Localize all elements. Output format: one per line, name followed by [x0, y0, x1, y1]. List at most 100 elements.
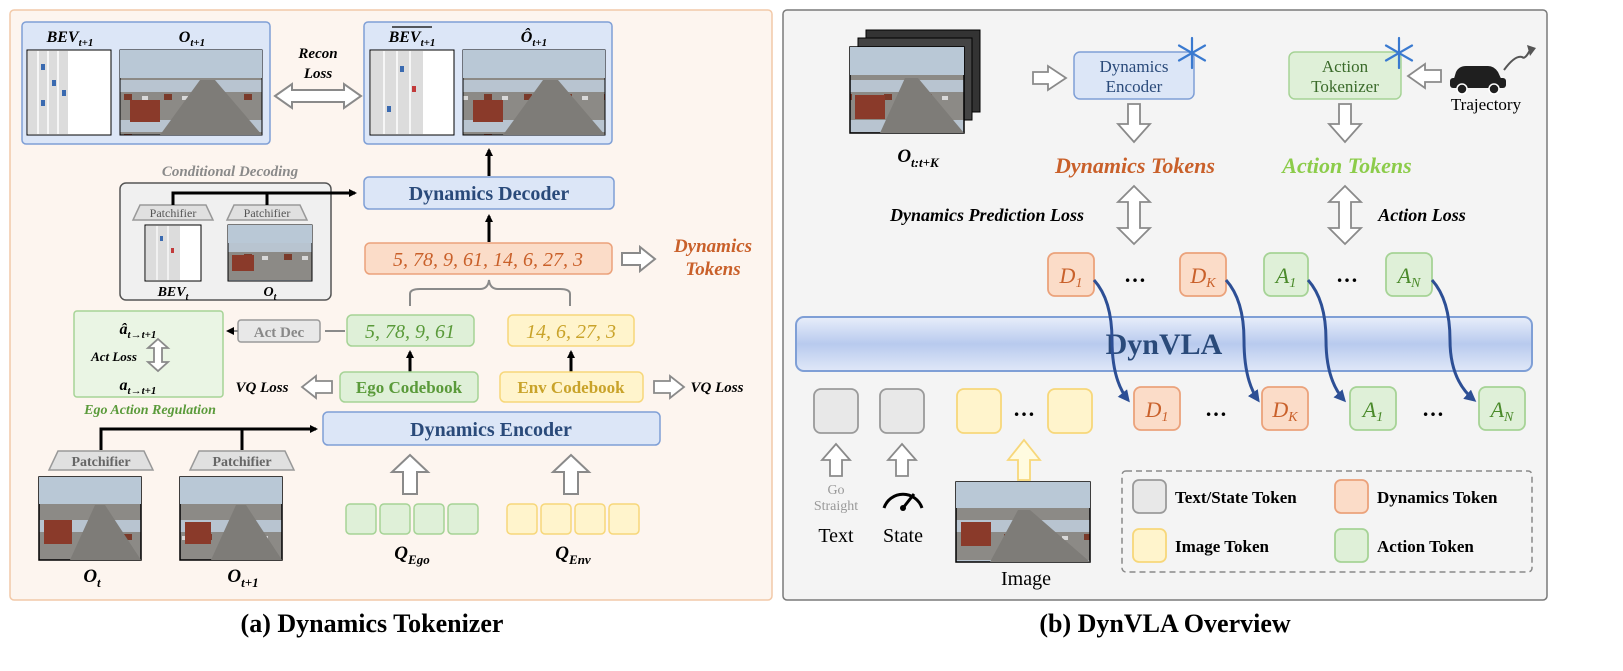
camera-image-bottom-1 — [38, 476, 142, 561]
token-sequence-box — [364, 242, 613, 275]
arrow-cond-to-decoder — [171, 189, 357, 205]
ego-tokens-box — [346, 314, 475, 347]
legend-action-label: Action Token — [1377, 537, 1474, 556]
ellipsis-bottom-dyn: … — [1205, 396, 1227, 421]
image-input-label: Image — [1001, 568, 1051, 590]
speedometer-icon — [882, 492, 924, 511]
dynvla-dynamics-encoder-box — [1073, 51, 1195, 100]
input-token-image-1 — [956, 388, 1002, 434]
target-token-an — [1385, 252, 1433, 297]
q-ego-label: QEgo — [394, 543, 430, 567]
a-hat-label: ât→t+1 — [120, 321, 157, 341]
arrow-curve-an — [1430, 278, 1477, 402]
act-dec-label: Act Dec — [254, 325, 305, 341]
image-input-picture — [955, 481, 1091, 563]
bev-hat-label: BEVt+1 — [388, 29, 436, 49]
input-token-text — [813, 388, 859, 434]
action-tokens-heading: Action Tokens — [1280, 153, 1411, 178]
output-token-an-label: AN — [1489, 397, 1514, 425]
dynamics-decoder-box — [363, 176, 615, 210]
arrow-curve-d1 — [1092, 278, 1130, 403]
dynamics-tokens-label-2: Tokens — [685, 259, 740, 280]
input-token-state — [879, 388, 925, 434]
vq-loss-right-label: VQ Loss — [691, 380, 744, 396]
env-tokens-label: 14, 6, 27, 3 — [526, 321, 616, 343]
dynamics-decoder-label: Dynamics Decoder — [409, 183, 570, 205]
recon-loss-label-1: Recon — [297, 46, 337, 62]
bev-image-cond — [144, 224, 202, 282]
vq-loss-right-arrow — [653, 374, 686, 400]
output-token-d1 — [1133, 386, 1181, 431]
output-token-dk-label: DK — [1271, 397, 1298, 425]
snowflake-icon — [1177, 36, 1207, 70]
go-straight-label-1: Go — [827, 483, 844, 498]
recon-double-arrow — [273, 82, 363, 110]
arrow-trajectory-to-tokenizer — [1406, 62, 1442, 90]
action-tokenizer-label-1: Action — [1322, 57, 1369, 76]
q-env-label: QEnv — [555, 543, 591, 567]
dynvla-dynamics-encoder-label-2: Encoder — [1106, 77, 1163, 96]
ego-action-regulation-box — [73, 310, 224, 398]
camera-image-target — [119, 49, 263, 136]
arrow-to-dynamics-tokens — [621, 244, 657, 274]
arrow-state-up — [886, 442, 918, 477]
action-tokenizer-label-2: Tokenizer — [1311, 77, 1379, 96]
dynamics-tokens-label-1: Dynamics — [673, 236, 752, 257]
patchifier-bottom-2-label: Patchifier — [212, 455, 271, 470]
patchifier-bottom-1 — [47, 450, 155, 471]
trajectory-arrowhead-icon — [1527, 45, 1536, 56]
legend-dynamics-label: Dynamics Token — [1377, 488, 1498, 507]
text-input-label: Text — [818, 525, 854, 547]
dyn-pred-loss-label: Dynamics Prediction Loss — [889, 205, 1084, 225]
ellipsis-image: … — [1013, 396, 1035, 421]
o-t1-label: Ot+1 — [179, 29, 205, 49]
panel-b: Ot:t+K Dynamics Encoder Action Tokenizer… — [782, 9, 1548, 638]
legend-swatch-action — [1334, 528, 1369, 563]
o-t1-bottom-label: Ot+1 — [227, 566, 258, 590]
output-token-d1-label: D1 — [1145, 397, 1169, 425]
legend-swatch-text-state — [1132, 479, 1167, 514]
go-straight-label-2: Straight — [814, 499, 858, 514]
legend-image-label: Image Token — [1175, 537, 1270, 556]
o-hat-label: Ôt+1 — [521, 27, 547, 49]
legend-text-state-label: Text/State Token — [1175, 488, 1297, 507]
frame-stack-image — [849, 29, 981, 134]
panel-a: BEVt+1 Ot+1 Recon Loss BEVt+1 Ôt+1 — [9, 9, 773, 638]
target-token-a1-label: A1 — [1274, 263, 1296, 291]
patchifier-bottom-2 — [188, 450, 296, 471]
o-t-cond-label: Ot — [264, 285, 278, 303]
panel-b-frame — [782, 9, 1548, 601]
patchifier-cond-1 — [131, 204, 215, 221]
arrow-qego-to-encoder — [389, 453, 431, 495]
arrow-curve-a1 — [1306, 278, 1347, 403]
merge-bracket — [409, 279, 571, 306]
arrow-qenv-to-encoder — [550, 453, 592, 495]
ellipsis-top-act: … — [1336, 262, 1358, 287]
conditional-decoding-label: Conditional Decoding — [162, 164, 299, 180]
legend-swatch-image — [1132, 528, 1167, 563]
act-loss-arrow — [145, 337, 171, 373]
dynvla-backbone-bar — [795, 316, 1533, 372]
output-token-a1 — [1349, 386, 1397, 431]
dynvla-dynamics-encoder-label-1: Dynamics — [1100, 57, 1169, 76]
vq-loss-left-label: VQ Loss — [236, 380, 289, 396]
q-ego-tokens — [345, 503, 479, 535]
bev-image-target — [26, 49, 112, 136]
arrow-text-up — [820, 442, 852, 477]
act-loss-label: Act Loss — [90, 349, 137, 364]
car-icon — [1450, 66, 1506, 95]
output-token-an — [1478, 386, 1526, 431]
target-token-an-label: AN — [1396, 263, 1421, 291]
o-seq-label: Ot:t+K — [897, 146, 940, 170]
action-loss-arrow — [1326, 184, 1364, 246]
target-token-d1 — [1047, 252, 1095, 297]
dynamics-encoder-box — [322, 411, 661, 446]
target-token-dk — [1179, 252, 1227, 297]
bev-t-label: BEVt — [157, 285, 190, 303]
camera-image-cond — [227, 224, 313, 282]
dyn-pred-loss-arrow — [1115, 184, 1153, 246]
ego-tokens-label: 5, 78, 9, 61 — [365, 321, 455, 343]
action-loss-label: Action Loss — [1377, 205, 1466, 225]
vq-loss-left-arrow — [300, 374, 333, 400]
